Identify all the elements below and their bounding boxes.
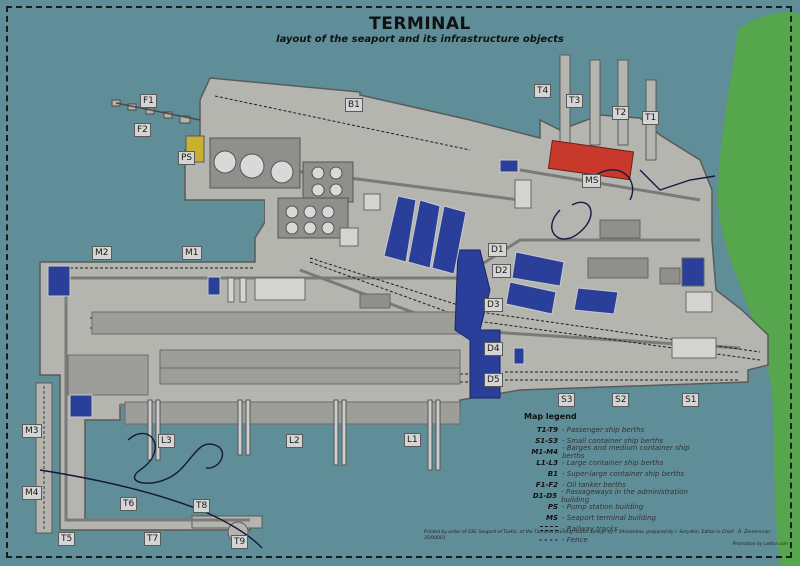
label-s2: S2	[612, 393, 630, 407]
label-d4: D4	[484, 342, 503, 356]
legend-row: F1-F2 - Oil tanker berths	[524, 479, 714, 490]
label-m4: M4	[22, 486, 42, 500]
label-m1: M1	[182, 246, 202, 260]
legend-code: F1-F2	[535, 480, 558, 489]
map-credits: Printed by order of GSC Seaport of Turki…	[424, 530, 788, 548]
legend-row: T1-T9 - Passenger ship berths	[524, 424, 714, 435]
legend-code: M1-M4	[531, 447, 558, 456]
port-land	[39, 77, 769, 531]
label-t4: T4	[534, 84, 552, 98]
label-l1: L1	[404, 433, 421, 447]
green-area	[718, 12, 800, 566]
legend-row: S1-S3 - Small container ship berths	[524, 435, 714, 446]
label-b1: B1	[345, 98, 363, 112]
label-t3: T3	[566, 94, 584, 108]
legend-code: PS	[547, 502, 558, 511]
label-m3: M3	[22, 424, 42, 438]
legend-text: - Small container ship berths	[562, 436, 663, 445]
oil-tanks	[209, 137, 354, 239]
label-l2: L2	[286, 434, 303, 448]
label-t8: T8	[193, 499, 211, 513]
label-d2: D2	[492, 264, 511, 278]
pier-t2	[617, 59, 629, 146]
credits-line-1: Printed by order of GSC Seaport of Turki…	[424, 530, 772, 541]
map-subtitle: layout of the seaport and its infrastruc…	[276, 34, 564, 45]
legend-row: B1 - Super-large container ship berths	[524, 468, 714, 479]
label-l3: L3	[158, 434, 175, 448]
credits-line-2: Promotion by Lettor.com	[732, 542, 789, 547]
legend-text: - Fence	[562, 535, 588, 544]
legend-row: - Railway tracks	[524, 523, 714, 534]
label-t5: T5	[58, 532, 76, 546]
railway-symbol-icon	[524, 525, 562, 533]
legend-row: PS - Pump station building	[524, 501, 714, 512]
administration-building	[454, 249, 501, 399]
label-f1: F1	[140, 94, 157, 108]
legend-text: - Large container ship berths	[562, 458, 664, 467]
signature	[39, 169, 716, 549]
legend-code: S1-S3	[535, 436, 558, 445]
legend-row: M1-M4- Barges and medium container ship …	[524, 443, 714, 460]
legend-row: L1-L3 - Large container ship berths	[524, 457, 714, 468]
legend-code: D1-D5	[532, 491, 558, 500]
label-d5: D5	[484, 373, 503, 387]
label-d1: D1	[488, 243, 507, 257]
legend-title: Map legend	[524, 412, 577, 421]
label-s1: S1	[682, 393, 700, 407]
legend-text: - Passageways in the administration buil…	[561, 487, 688, 504]
legend-text: - Railway tracks	[562, 524, 618, 533]
legend-text: - Seaport terminal building	[562, 513, 656, 522]
legend-code: T1-T9	[536, 425, 558, 434]
label-s3: S3	[558, 393, 576, 407]
legend-text: - Oil tanker berths	[562, 480, 626, 489]
legend-row: MS - Seaport terminal building	[524, 512, 714, 523]
label-t7: T7	[144, 532, 162, 546]
map-legend: Map legend T1-T9- Passenger ship berths …	[524, 412, 714, 545]
map-title: TERMINAL	[369, 14, 471, 34]
label-t9: T9	[231, 535, 249, 549]
blue-container-stacks	[47, 159, 619, 418]
legend-text: - Super-large container ship berths	[562, 469, 685, 478]
misc-buildings	[227, 179, 717, 359]
label-ps: PS	[178, 151, 196, 165]
label-m2: M2	[92, 246, 112, 260]
legend-code: MS	[545, 513, 558, 522]
legend-text: - Passenger ship berths	[562, 425, 645, 434]
label-t6: T6	[120, 497, 138, 511]
label-t1: T1	[642, 111, 660, 125]
legend-text: - Barges and medium container ship berth…	[561, 443, 690, 460]
pier-t3	[589, 59, 601, 146]
oil-jetty	[111, 99, 201, 124]
legend-row: D1-D5- Passageways in the administration…	[524, 487, 714, 504]
legend-row: - - - - - Fence	[524, 534, 714, 545]
legend-code: L1-L3	[536, 458, 558, 467]
cranes	[147, 399, 441, 471]
label-d3: D3	[484, 298, 503, 312]
container-yards	[67, 311, 473, 425]
label-t2: T2	[612, 106, 630, 120]
label-f2: F2	[134, 123, 151, 137]
label-ms: MS	[582, 174, 602, 188]
legend-code: B1	[547, 469, 558, 478]
legend-text: - Pump station building	[562, 502, 644, 511]
fence-symbol-icon: - - - -	[539, 535, 558, 544]
